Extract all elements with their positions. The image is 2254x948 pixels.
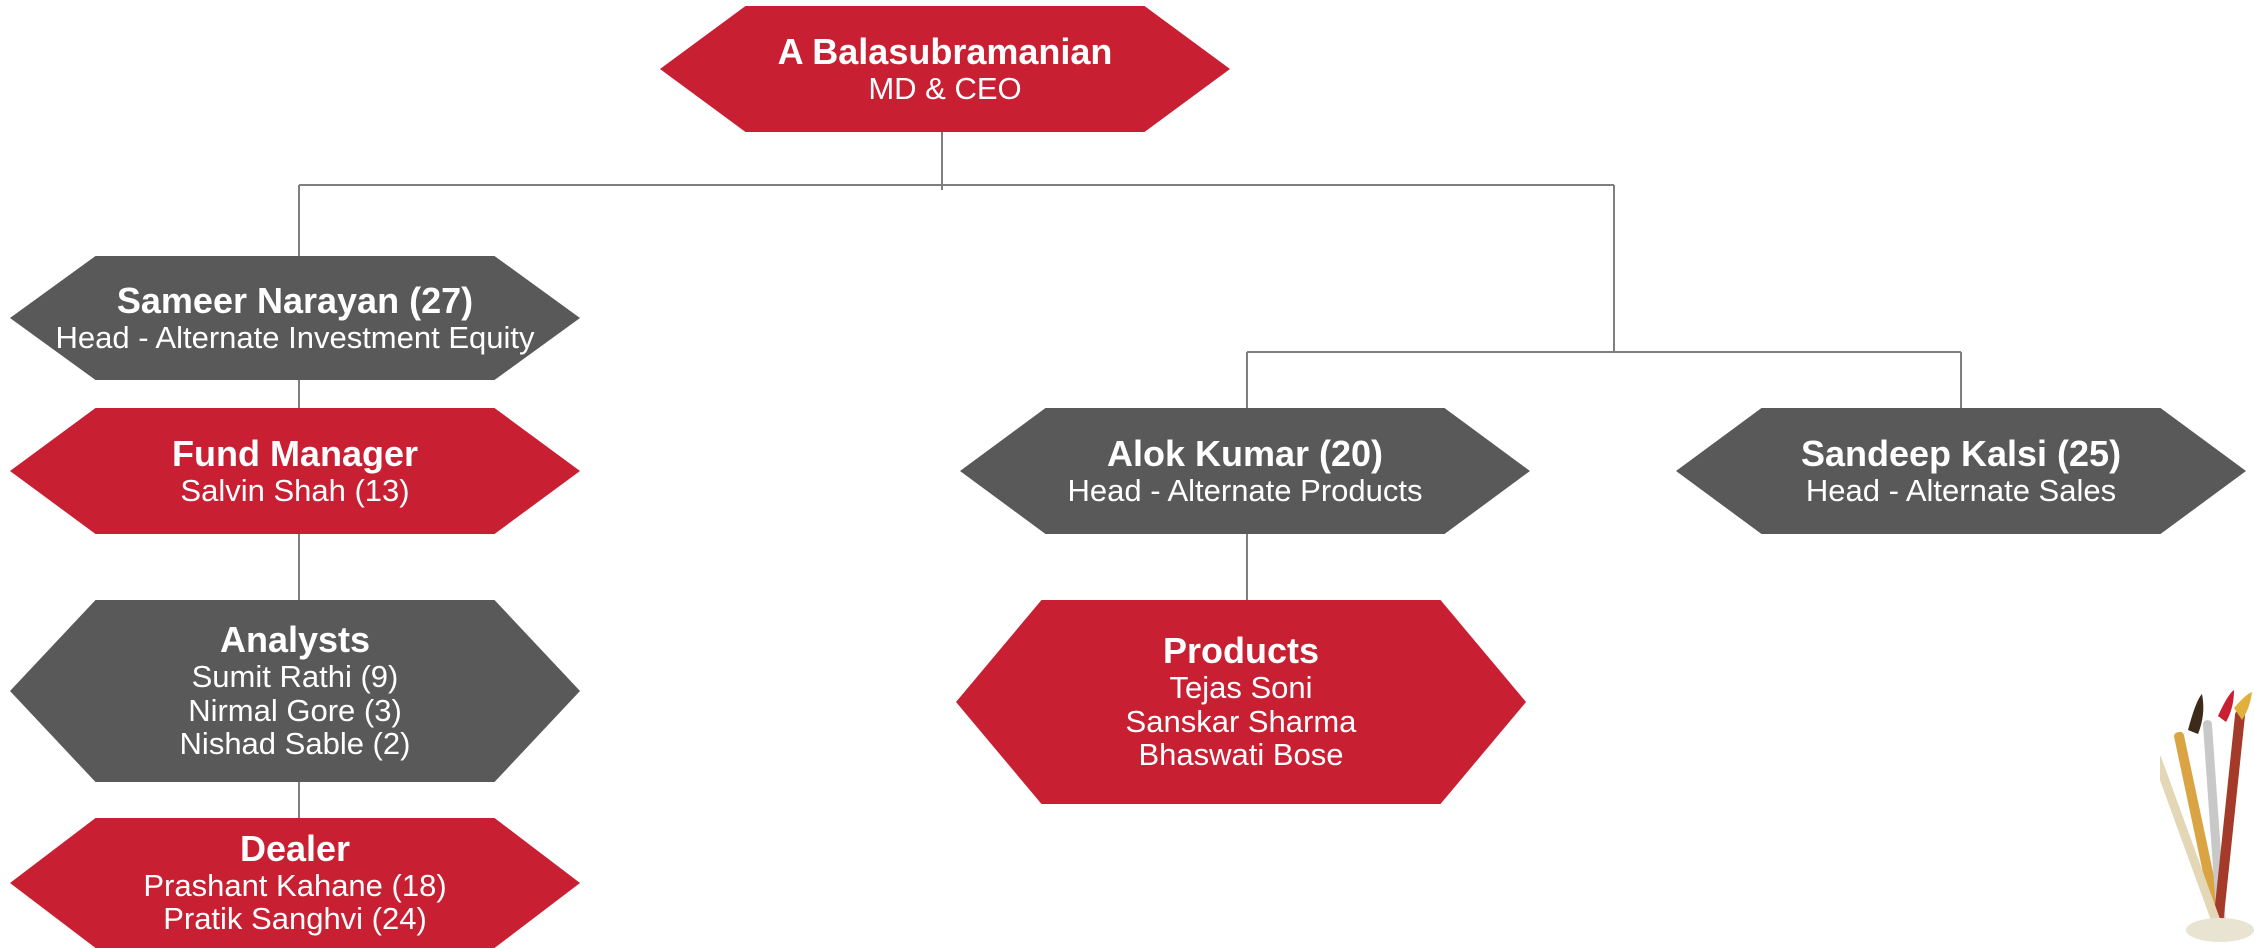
node-title: Products <box>1162 630 1320 672</box>
node-title: Sameer Narayan (27) <box>116 279 474 321</box>
node-subtitle: Head - Alternate Products <box>1067 472 1423 508</box>
node-subtitle: Head - Alternate Sales <box>1805 472 2117 508</box>
node-alok-kumar: Alok Kumar (20) Head - Alternate Product… <box>960 408 1530 534</box>
node-products: Products Tejas Soni Sanskar Sharma Bhasw… <box>956 600 1526 804</box>
node-sameer-narayan: Sameer Narayan (27) Head - Alternate Inv… <box>10 256 580 380</box>
node-subtitle: Head - Alternate Investment Equity <box>55 319 535 355</box>
node-title: Alok Kumar (20) <box>1106 432 1384 474</box>
node-member: Prashant Kahane (18) <box>143 867 447 903</box>
node-member: Tejas Soni <box>1169 670 1313 706</box>
node-member: Pratik Sanghvi (24) <box>163 901 427 937</box>
node-analysts: Analysts Sumit Rathi (9) Nirmal Gore (3)… <box>10 600 580 782</box>
node-member: Sanskar Sharma <box>1125 703 1357 739</box>
node-dealer: Dealer Prashant Kahane (18) Pratik Sangh… <box>10 818 580 948</box>
node-member: Nirmal Gore (3) <box>188 692 402 728</box>
node-title: Dealer <box>239 828 351 870</box>
node-member: Bhaswati Bose <box>1138 737 1344 773</box>
node-member: Sumit Rathi (9) <box>191 659 399 695</box>
node-ceo: A Balasubramanian MD & CEO <box>660 6 1230 132</box>
node-member: Nishad Sable (2) <box>179 726 411 762</box>
node-subtitle: MD & CEO <box>868 70 1022 106</box>
node-fund-manager: Fund Manager Salvin Shah (13) <box>10 408 580 534</box>
node-title: Analysts <box>219 619 371 661</box>
node-member: Salvin Shah (13) <box>180 472 410 508</box>
paintbrushes-icon <box>2160 690 2254 942</box>
node-title: A Balasubramanian <box>777 30 1113 72</box>
node-title: Sandeep Kalsi (25) <box>1800 432 2122 474</box>
node-title: Fund Manager <box>171 432 418 474</box>
node-sandeep-kalsi: Sandeep Kalsi (25) Head - Alternate Sale… <box>1676 408 2246 534</box>
